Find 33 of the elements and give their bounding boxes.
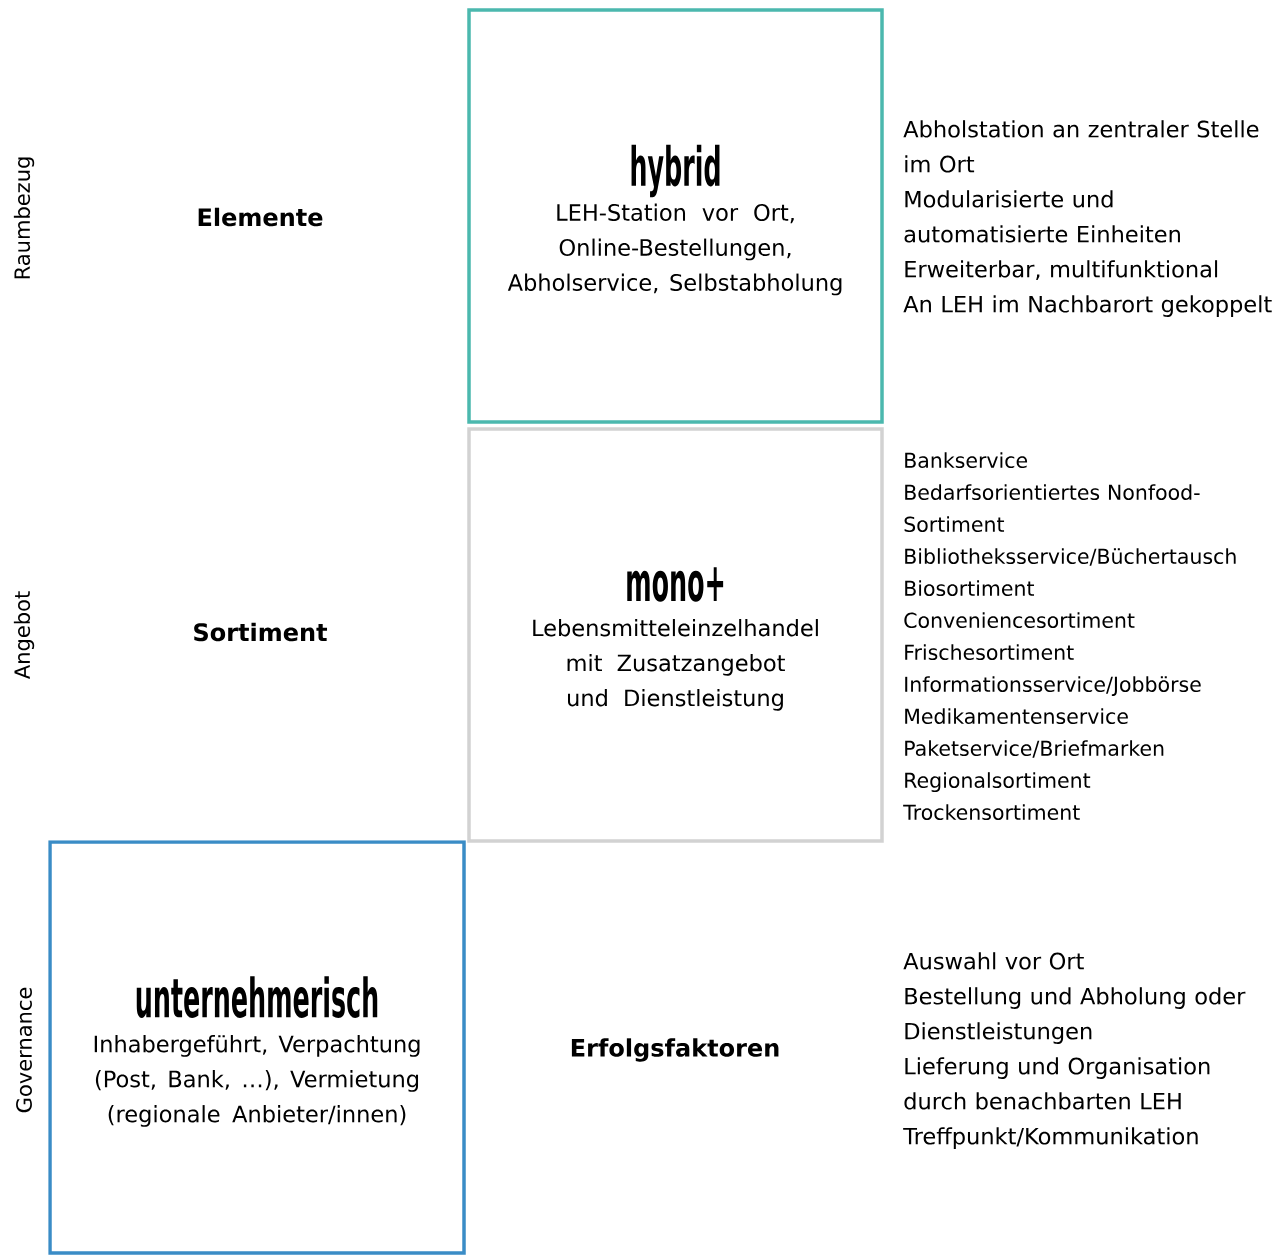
node-label: LEH-Station vor Ort, Online-Bestellungen, Abholservice, Selbstabholung: [507, 203, 842, 296]
row-heading: Elemente: [198, 207, 323, 227]
row-heading: Sortiment: [194, 622, 327, 642]
list-item: An LEH im Nachbarort gekoppelt: [903, 295, 1272, 317]
panel-box: [467, 8, 884, 424]
list-item: Biosortiment: [905, 580, 1034, 597]
node-label: hybrid: [631, 144, 720, 198]
row-heading: Erfolgsfaktoren: [571, 1038, 779, 1062]
list-item: Bestellung und Abholung oder Dienstleistungen: [905, 987, 1246, 1044]
panel-box: [48, 840, 466, 1255]
axis-label: Angebot: [13, 591, 35, 679]
panel-box: [467, 427, 884, 843]
list-item: Abholstation an zentraler Stelle im Ort: [903, 120, 1259, 173]
list-item: Auswahl vor Ort: [903, 952, 1084, 970]
list-item: Informationsservice/Jobbörse: [905, 676, 1201, 696]
list-item: Bankservice: [905, 452, 1028, 469]
list-item: Erweiterbar, multifunktional: [905, 260, 1218, 280]
axis-label: Raumbezug: [13, 157, 35, 279]
list-item: Conveniencesortiment: [904, 612, 1135, 629]
list-item: Regionalsortiment: [905, 772, 1091, 793]
node-label: Inhabergeführt, Verpachtung (Post, Bank, …), Vermietung (regionale Anbieter/innen): [94, 1035, 420, 1127]
list-item: Modularisierte und automatisierte Einheiten: [904, 190, 1180, 243]
node-label: Lebensmitteleinzelhandel mit Zusatzangebot und Dienstleistung: [533, 618, 818, 711]
list-item: Treffpunkt/Kommunikation: [903, 1127, 1198, 1149]
node-label: mono+: [627, 567, 724, 602]
list-item: Paketservice/Briefmarken: [905, 740, 1164, 758]
list-item: Frischesortiment: [905, 644, 1074, 661]
list-item: Lieferung und Organisation durch benachbarten LEH: [904, 1057, 1210, 1110]
list-item: Medikamentenservice: [905, 708, 1128, 725]
list-item: Bibliotheksservice/Büchertausch: [905, 548, 1236, 566]
list-item: Bedarfsorientiertes Nonfood-Sortiment: [904, 484, 1200, 533]
list-item: Trockensortiment: [903, 804, 1080, 821]
node-label: unternehmerisch: [136, 976, 378, 1018]
